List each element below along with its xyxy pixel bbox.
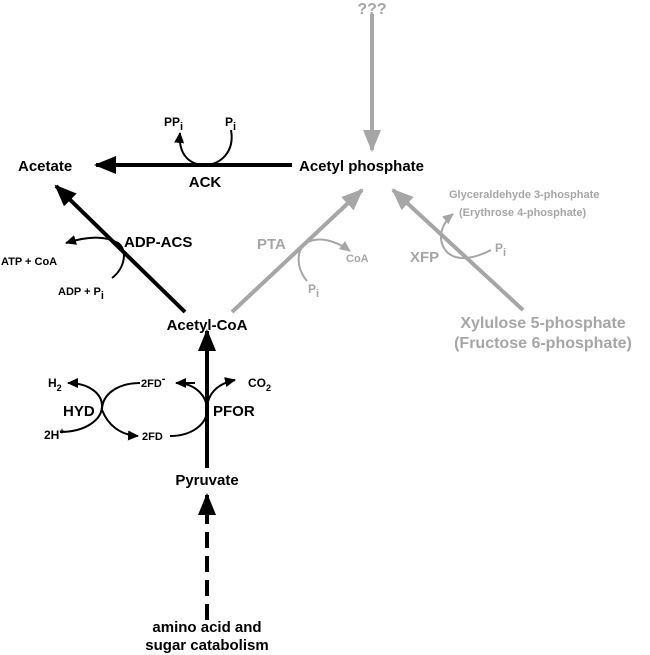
pfor-enzyme-label: PFOR	[213, 403, 255, 420]
ferredoxin-2fd-left-curve	[101, 382, 141, 411]
pta-cofactor-curve	[297, 238, 351, 282]
ack-enzyme-label: ACK	[189, 174, 222, 191]
xfp-pi-label: Pi	[495, 241, 506, 259]
ack-cofactor-curve	[174, 129, 233, 167]
hyd-enzyme-label: HYD	[63, 403, 95, 420]
pta-enzyme-label: PTA	[257, 236, 286, 253]
fructose-6-phosphate-label: (Fructose 6-phosphate)	[454, 335, 632, 352]
acetate-label: Acetate	[18, 158, 72, 175]
arrow-xfp-xylulose-to-acetyl-phosphate	[391, 188, 525, 312]
acetyl-phosphate-label: Acetyl phosphate	[299, 158, 424, 175]
pfor-ferredoxin-curve	[169, 382, 209, 437]
ack-ppi-label: PPi	[164, 115, 183, 133]
h-plus-label: 2H+	[44, 426, 65, 442]
ferredoxin-reduction-curve	[101, 409, 139, 441]
adp-acs-cofactor-curve	[65, 235, 125, 279]
co2-label: CO2	[248, 376, 271, 393]
h2-label: H2	[48, 376, 62, 393]
xfp-cofactor-curve	[440, 213, 492, 259]
adp-acs-enzyme-label: ADP-ACS	[124, 234, 192, 251]
xfp-e4p-label: (Erythrose 4-phosphate)	[459, 207, 586, 219]
pfor-co2-curve	[206, 377, 236, 411]
ack-pi-label: Pi	[225, 115, 236, 133]
catabolism-label-line1: amino acid and	[152, 619, 261, 636]
pta-coa-label: CoA	[346, 253, 369, 265]
xylulose-5-phosphate-label: Xylulose 5-phosphate	[460, 315, 625, 332]
reduced-ferredoxin-label: 2FD-	[141, 373, 166, 390]
adp-acs-atp-coa-label: ATP + CoA	[1, 256, 57, 268]
xfp-g3p-label: Glyceraldehyde 3-phosphate	[449, 189, 599, 201]
arrow-pta-acetyl-coa-to-acetyl-phosphate	[230, 188, 364, 314]
arrow-adp-acs-acetyl-coa-to-acetate	[54, 184, 187, 314]
pyruvate-label: Pyruvate	[175, 472, 238, 489]
adp-acs-adp-pi-label: ADP + Pi	[58, 286, 104, 302]
unknown-source-label: ???	[357, 1, 386, 18]
oxidized-ferredoxin-label: 2FD	[142, 431, 163, 443]
pta-pi-label: Pi	[308, 282, 319, 300]
catabolism-label-line2: sugar catabolism	[145, 637, 268, 654]
acetyl-coa-label: Acetyl-CoA	[167, 317, 248, 334]
xfp-enzyme-label: XFP	[410, 249, 439, 266]
